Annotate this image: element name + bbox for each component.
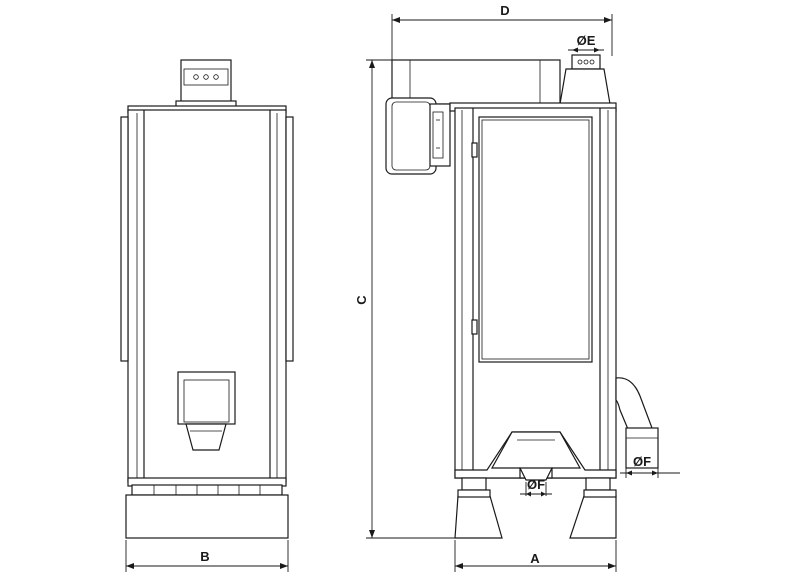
label-b: B [200, 549, 209, 564]
outlet-e-cone [559, 68, 611, 105]
inlet-f-pipe [625, 427, 659, 469]
leg-right-top [585, 477, 611, 491]
top-duct [391, 59, 561, 105]
label-a: A [530, 551, 540, 566]
label-c: C [354, 295, 369, 305]
terminal-dot-3 [213, 74, 219, 80]
side-access-hatch [177, 371, 236, 425]
terminal-dot-1 [193, 74, 199, 80]
dimension-f-hopper: ØF [520, 477, 552, 497]
dimension-e: ØE [568, 33, 604, 53]
hopper-outlet [519, 467, 553, 481]
side-view [120, 59, 294, 539]
hopper-cone [490, 431, 582, 479]
foot-right [569, 495, 617, 539]
side-outlet-terminal [183, 68, 229, 86]
inlet-elbow [615, 377, 653, 435]
hinge-bottom [471, 319, 478, 335]
label-f-hopper: ØF [527, 477, 545, 492]
inspection-door [478, 116, 593, 363]
leg-left-top [461, 477, 487, 491]
front-view [385, 54, 659, 539]
dimension-a: A [454, 540, 617, 572]
label-e: ØE [577, 33, 596, 48]
side-right-panel [285, 116, 294, 362]
terminal-dot-2 [203, 74, 209, 80]
label-f-inlet: ØF [633, 454, 651, 469]
motor-coupling [429, 103, 451, 167]
side-left-panel [120, 116, 129, 362]
side-hopper-cone [185, 423, 227, 451]
dimension-b: B [125, 540, 289, 572]
outlet-e-pipe [571, 54, 601, 70]
motor [385, 97, 437, 175]
dimension-f-inlet: ØF [620, 454, 680, 478]
dimension-c: C [354, 59, 455, 539]
side-body [127, 109, 287, 483]
dimension-d: D [391, 3, 613, 60]
label-d: D [500, 3, 509, 18]
foot-left [454, 495, 503, 539]
side-top-outlet [180, 59, 232, 103]
side-feet [131, 484, 283, 496]
side-base-block [125, 494, 289, 539]
hinge-top [471, 142, 478, 158]
